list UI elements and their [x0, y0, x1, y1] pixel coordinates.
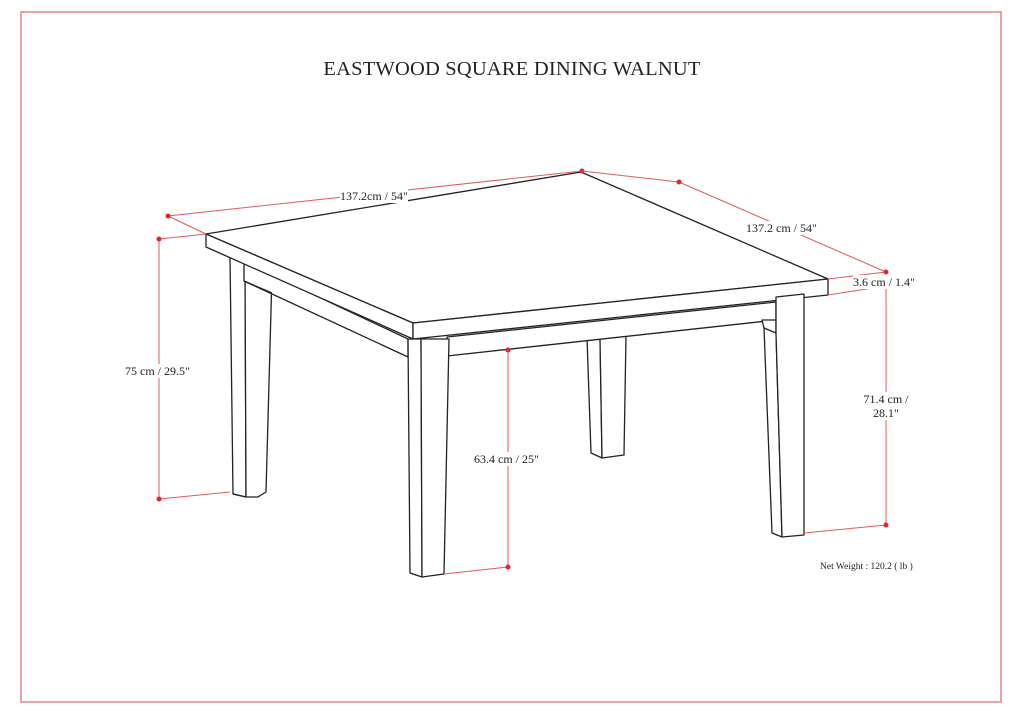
- front-left-leg: [407, 338, 450, 578]
- back-right-leg: [586, 335, 627, 459]
- page-frame-border: [20, 11, 1002, 703]
- width-dimension-label: 137.2cm / 54": [340, 189, 408, 203]
- leg-height-label: 71.4 cm / 28.1": [858, 392, 914, 420]
- back-left-leg: [229, 255, 273, 498]
- front-right-leg: [763, 293, 805, 538]
- diagram-title: EASTWOOD SQUARE DINING WALNUT: [323, 58, 701, 80]
- depth-dimension-label: 137.2 cm / 54": [746, 221, 817, 235]
- clearance-height-label: 63.4 cm / 25": [474, 452, 539, 466]
- table-top: [205, 171, 829, 340]
- total-height-label: 75 cm / 29.5": [125, 364, 190, 378]
- net-weight-label: Net Weight : 120.2 ( lb ): [820, 562, 913, 572]
- top-thickness-label: 3.6 cm / 1.4": [853, 275, 915, 289]
